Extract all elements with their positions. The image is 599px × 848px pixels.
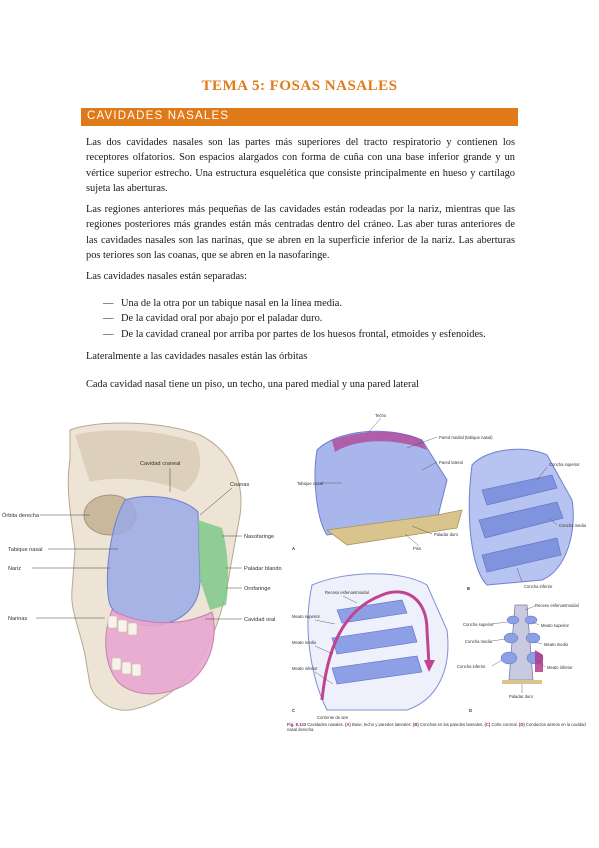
label-meato-medio-c: Meato medio — [292, 640, 317, 645]
panel-c-letter: C — [292, 708, 295, 713]
label-meato-superior-c: Meato superior — [292, 614, 321, 619]
label-meato-medio-d: Meato medio — [544, 642, 569, 647]
panel-b-letter: B — [467, 586, 470, 591]
panel-a-shape — [314, 430, 448, 536]
label-orbita-derecha: Órbita derecha — [2, 512, 40, 519]
label-receso-c: Receso esfenoetmoidal — [325, 590, 369, 595]
label-concha-media-d: Concha media — [465, 639, 493, 644]
label-tabique-nasal: Tabique nasal — [8, 547, 43, 553]
label-orofaringe: Orofaringe — [244, 586, 270, 592]
label-pared-lateral: Pared lateral — [439, 460, 463, 465]
label-concha-inferior-b: Concha inferior — [524, 584, 553, 589]
label-concha-inferior-d: Concha inferior — [457, 664, 486, 669]
label-meato-inferior-c: Meato inferior — [292, 666, 318, 671]
nasal-cavity-blue — [106, 495, 201, 627]
list-item: —De la cavidad oral por abajo por el pal… — [103, 313, 323, 325]
figure-caption: Fig. 8.133 Cavidades nasales. (A) Base, … — [287, 722, 586, 733]
label-nariz: Nariz — [8, 566, 21, 572]
label-paladar-duro-a: Paladar duro — [434, 532, 459, 537]
panel-d-letter: D — [469, 708, 472, 713]
label-receso-d: Receso esfenoetmoidal — [535, 603, 579, 608]
paragraph-2: Las regiones anteriores más pequeñas de … — [86, 204, 515, 261]
label-meato-inferior-d: Meato inferior — [547, 665, 573, 670]
nasopharynx-green — [198, 520, 229, 610]
label-concha-superior-d: Concha superior — [463, 622, 494, 627]
page-title: TEMA 5: FOSAS NASALES — [201, 78, 398, 94]
nasal-cavity-panels-figure: Techo Pared medial (tabique nasal) Pared… — [292, 413, 587, 720]
paragraph-1: Las dos cavidades nasales son las partes… — [86, 137, 515, 194]
label-concha-media-b: Concha media — [559, 523, 587, 528]
panel-a-letter: A — [292, 546, 295, 551]
label-corriente-de-aire: Corriente de aire — [317, 715, 349, 720]
label-nasofaringe: Nasofaringe — [244, 534, 274, 540]
label-paladar-blando: Paladar blando — [244, 566, 282, 572]
label-techo: Techo — [375, 413, 387, 418]
label-coanas: Coanas — [230, 482, 249, 488]
label-meato-superior-d: Meato superior — [541, 623, 570, 628]
label-paladar-duro-d: Paladar duro — [509, 694, 534, 699]
list-item: —De la cavidad craneal por arriba por pa… — [103, 328, 486, 340]
label-narinas: Narinas — [8, 616, 27, 622]
section-title: CAVIDADES NASALES — [87, 110, 230, 122]
paragraph-5: Cada cavidad nasal tiene un piso, un tec… — [86, 379, 419, 390]
label-tabique-nasal-a: Tabique nasal — [297, 481, 323, 486]
label-pared-medial: Pared medial (tabique nasal) — [439, 435, 493, 440]
label-cavidad-oral: Cavidad oral — [244, 617, 275, 623]
paragraph-4: Lateralmente a las cavidades nasales est… — [86, 351, 308, 362]
skull-sagittal-figure: Órbita derecha Tabique nasal Nariz Narin… — [2, 422, 282, 711]
label-concha-superior-b: Concha superior — [549, 462, 580, 467]
list-item: —Una de la otra por un tabique nasal en … — [103, 298, 343, 309]
label-piso: Piso — [413, 546, 422, 551]
bullet-list: —Una de la otra por un tabique nasal en … — [103, 296, 523, 342]
label-cavidad-craneal: Cavidad craneal — [140, 461, 180, 467]
section-header: CAVIDADES NASALES — [81, 108, 518, 126]
paragraph-3: Las cavidades nasales están separadas: — [86, 271, 247, 282]
